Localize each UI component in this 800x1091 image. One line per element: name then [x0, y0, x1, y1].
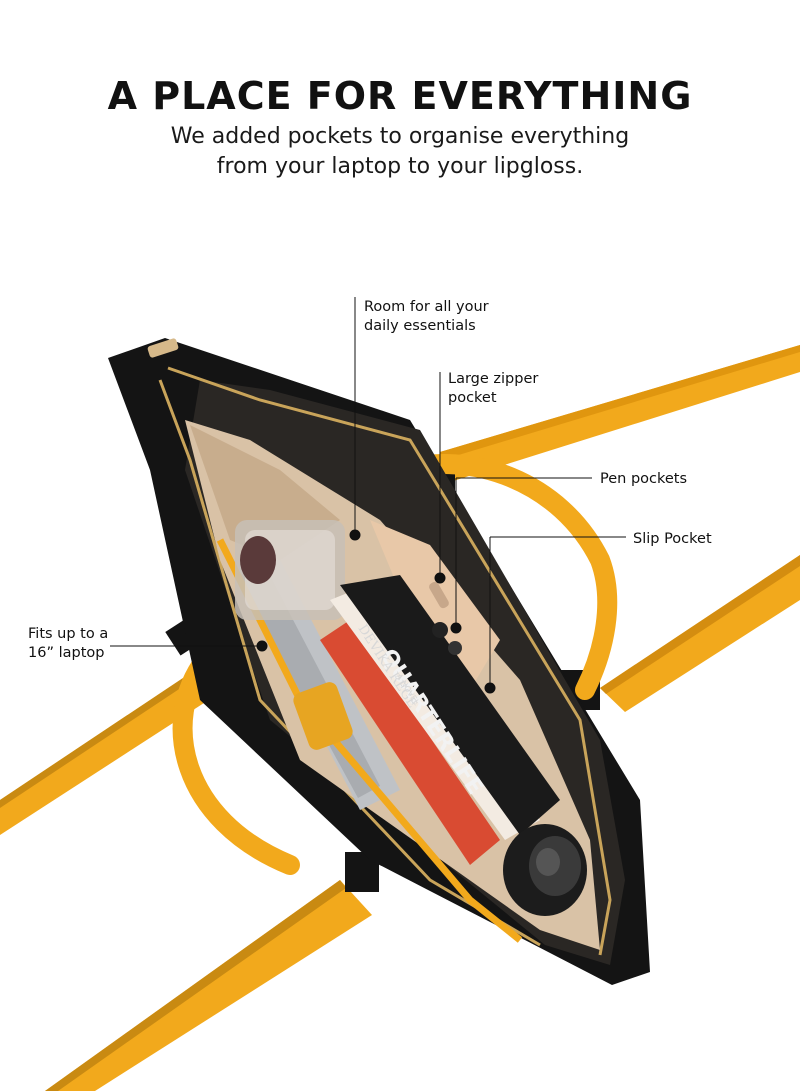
- callout-daily-essentials-line-2: daily essentials: [364, 318, 476, 334]
- callout-daily-essentials-line-1: Room for all your: [364, 299, 489, 315]
- callout-laptop-fit-line-1: Fits up to a: [28, 626, 109, 642]
- food-container: [235, 520, 345, 620]
- headline: A PLACE FOR EVERYTHING: [107, 74, 693, 118]
- subheadline-line-2: from your laptop to your lipgloss.: [216, 154, 584, 179]
- callout-slip-pocket: Slip Pocket: [633, 531, 712, 547]
- callout-zipper-pocket-line-2: pocket: [448, 390, 497, 406]
- callout-daily-essentials: Room for all your daily essentials: [364, 298, 489, 336]
- shoulder-strap: [0, 345, 800, 1091]
- callout-zipper-pocket: Large zipper pocket: [448, 370, 538, 408]
- callout-leaders: [110, 297, 626, 694]
- callout-laptop-fit: Fits up to a 16” laptop: [28, 625, 108, 663]
- laptop: [230, 560, 400, 810]
- callout-zipper-pocket-line-1: Large zipper: [448, 371, 539, 387]
- subheadline: We added pockets to organise everything …: [120, 122, 680, 182]
- callout-pen-pockets: Pen pockets: [600, 471, 688, 487]
- subheadline-line-1: We added pockets to organise everything: [170, 124, 630, 149]
- pen-pocket-items: [429, 581, 462, 655]
- water-bottle: [503, 824, 587, 916]
- carry-handles: [172, 454, 618, 875]
- callout-laptop-fit-line-2: 16” laptop: [28, 645, 105, 661]
